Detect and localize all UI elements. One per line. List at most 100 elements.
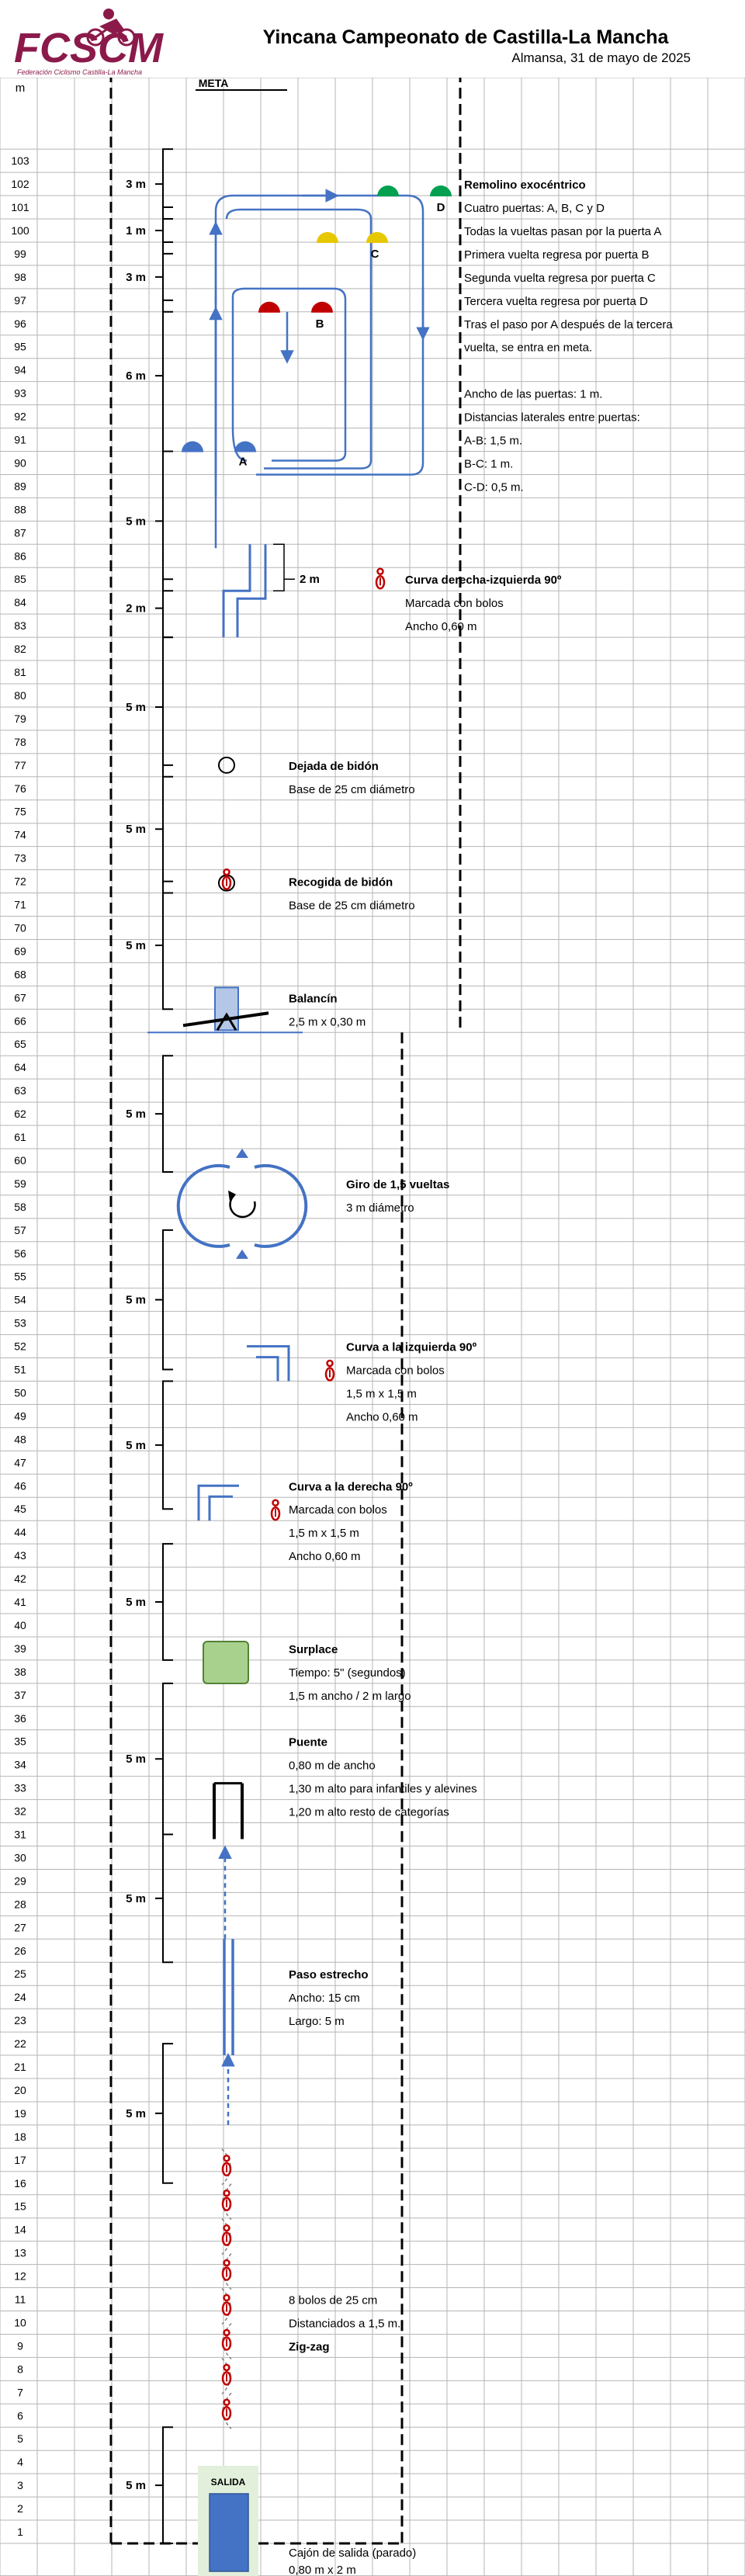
row-number: 95 xyxy=(14,341,26,353)
row-number: 19 xyxy=(14,2107,26,2120)
row-number: 64 xyxy=(14,1061,26,1073)
row-number: 76 xyxy=(14,782,26,795)
remolino-loop-c xyxy=(225,208,372,470)
bolo-head xyxy=(326,1359,334,1368)
row-number: 54 xyxy=(14,1294,26,1306)
dim-after-curva-izq-label: 5 m xyxy=(126,1439,146,1452)
remolino-line: B-C: 1 m. xyxy=(464,457,513,470)
row-number: 48 xyxy=(14,1433,26,1445)
dim-remolino-6m-label: 6 m xyxy=(126,369,146,383)
row-number: 43 xyxy=(14,1549,26,1562)
giro-exit-arrow xyxy=(236,1148,248,1158)
curva_izq-line: 1,5 m x 1,5 m xyxy=(346,1387,417,1400)
remolino-loop-b-left xyxy=(231,296,248,462)
meta-label: META xyxy=(199,77,229,89)
bolo-body xyxy=(221,2196,232,2211)
row-number: 38 xyxy=(14,1666,26,1678)
puente-line: 1,30 m alto para infantiles y alevines xyxy=(289,1783,477,1796)
row-number: 25 xyxy=(14,1968,26,1980)
remolino-loop-d xyxy=(214,194,424,476)
row-number: 73 xyxy=(14,852,26,865)
zigzag-bolo-icon xyxy=(221,2189,232,2211)
row-number: 6 xyxy=(17,2409,23,2422)
dim-after-giro xyxy=(155,1229,173,1371)
dim-before-zigzag xyxy=(155,2426,173,2544)
paso-line: Largo: 5 m xyxy=(289,2015,345,2028)
row-number: 63 xyxy=(14,1084,26,1097)
row-number: 51 xyxy=(14,1364,26,1376)
dim-after-puente xyxy=(155,1833,173,1964)
row-number: 79 xyxy=(14,712,26,725)
row-number: 58 xyxy=(14,1201,26,1213)
zigzag-bolo-icon xyxy=(221,2328,232,2351)
row-number: 44 xyxy=(14,1526,26,1538)
dejada-bidon-base xyxy=(218,756,235,774)
row-number: 22 xyxy=(14,2037,26,2050)
curva_izq-line: Marcada con bolos xyxy=(346,1364,445,1378)
curva-di-line-1 xyxy=(222,544,251,638)
row-number: 85 xyxy=(14,573,26,585)
balancin-line: 2,5 m x 0,30 m xyxy=(289,1015,366,1028)
bolo-body xyxy=(324,1367,335,1382)
recogida-bidon-icon xyxy=(221,868,232,890)
dejada-title: Dejada de bidón xyxy=(289,760,379,773)
row-number: 52 xyxy=(14,1340,26,1353)
row-number: 88 xyxy=(14,503,26,515)
dim-remolino-1m xyxy=(155,206,173,255)
row-number: 36 xyxy=(14,1712,26,1725)
puente-title: Puente xyxy=(289,1736,327,1749)
row-number: 46 xyxy=(14,1479,26,1492)
row-number: 100 xyxy=(11,224,29,237)
bolo-head xyxy=(223,2259,230,2267)
row-number: 102 xyxy=(11,178,29,190)
row-number: 11 xyxy=(15,2293,26,2306)
curva-izq-line-2 xyxy=(256,1356,279,1382)
row-number: 103 xyxy=(11,154,29,167)
bolo-body xyxy=(221,2336,232,2351)
surplace-title: Surplace xyxy=(289,1643,338,1656)
row-number: 81 xyxy=(14,666,26,678)
row-number: 72 xyxy=(14,875,26,888)
row-number: 80 xyxy=(14,689,26,702)
bolo-body xyxy=(270,1506,281,1521)
giro-title: Giro de 1,5 vueltas xyxy=(346,1178,449,1191)
giro-arc-left xyxy=(176,1163,230,1248)
row-number: 61 xyxy=(14,1131,26,1143)
row-number: 65 xyxy=(14,1038,26,1050)
row-number: 55 xyxy=(14,1271,26,1283)
row-number: 50 xyxy=(14,1386,26,1399)
door-a-left xyxy=(182,441,203,452)
bolo-body xyxy=(221,2406,232,2421)
dim-after-giro-label: 5 m xyxy=(126,1294,146,1307)
row-number: 96 xyxy=(14,317,26,330)
curva-izq-line-1 xyxy=(247,1345,290,1382)
cyclist-icon xyxy=(86,9,136,47)
row-number: 78 xyxy=(14,736,26,748)
curva_di-line: Marcada con bolos xyxy=(405,597,504,610)
row-number: 42 xyxy=(14,1572,26,1585)
row-number: 53 xyxy=(14,1317,26,1330)
row-number: 70 xyxy=(14,921,26,934)
remolino-line: Todas la vueltas pasan por la puerta A xyxy=(464,225,661,238)
row-number: 60 xyxy=(14,1154,26,1167)
zigzag-line: 8 bolos de 25 cm xyxy=(289,2294,377,2307)
zigzag-bolo-icon xyxy=(221,2363,232,2386)
row-number: 47 xyxy=(14,1456,26,1468)
zigzag-bolo-icon xyxy=(221,2259,232,2281)
zigzag-bolo-icon xyxy=(221,2398,232,2421)
curva-di-line-2 xyxy=(236,544,267,638)
paso-line: Ancho: 15 cm xyxy=(289,1992,360,2005)
row-number: 5 xyxy=(17,2432,23,2445)
giro-line: 3 m diámetro xyxy=(346,1201,414,1215)
door-d-label: D xyxy=(437,201,445,214)
remolino-line: A-B: 1,5 m. xyxy=(464,435,522,448)
row-number: 86 xyxy=(14,550,26,562)
row-number: 4 xyxy=(17,2456,23,2468)
remolino-line: Cuatro puertas: A, B, C y D xyxy=(464,202,605,215)
dim-after-balancin xyxy=(155,1055,173,1173)
row-number: 37 xyxy=(14,1689,26,1701)
row-number: 12 xyxy=(14,2270,26,2283)
bolo-body xyxy=(221,2371,232,2386)
row-number: 99 xyxy=(14,248,26,260)
row-number: 77 xyxy=(14,759,26,771)
